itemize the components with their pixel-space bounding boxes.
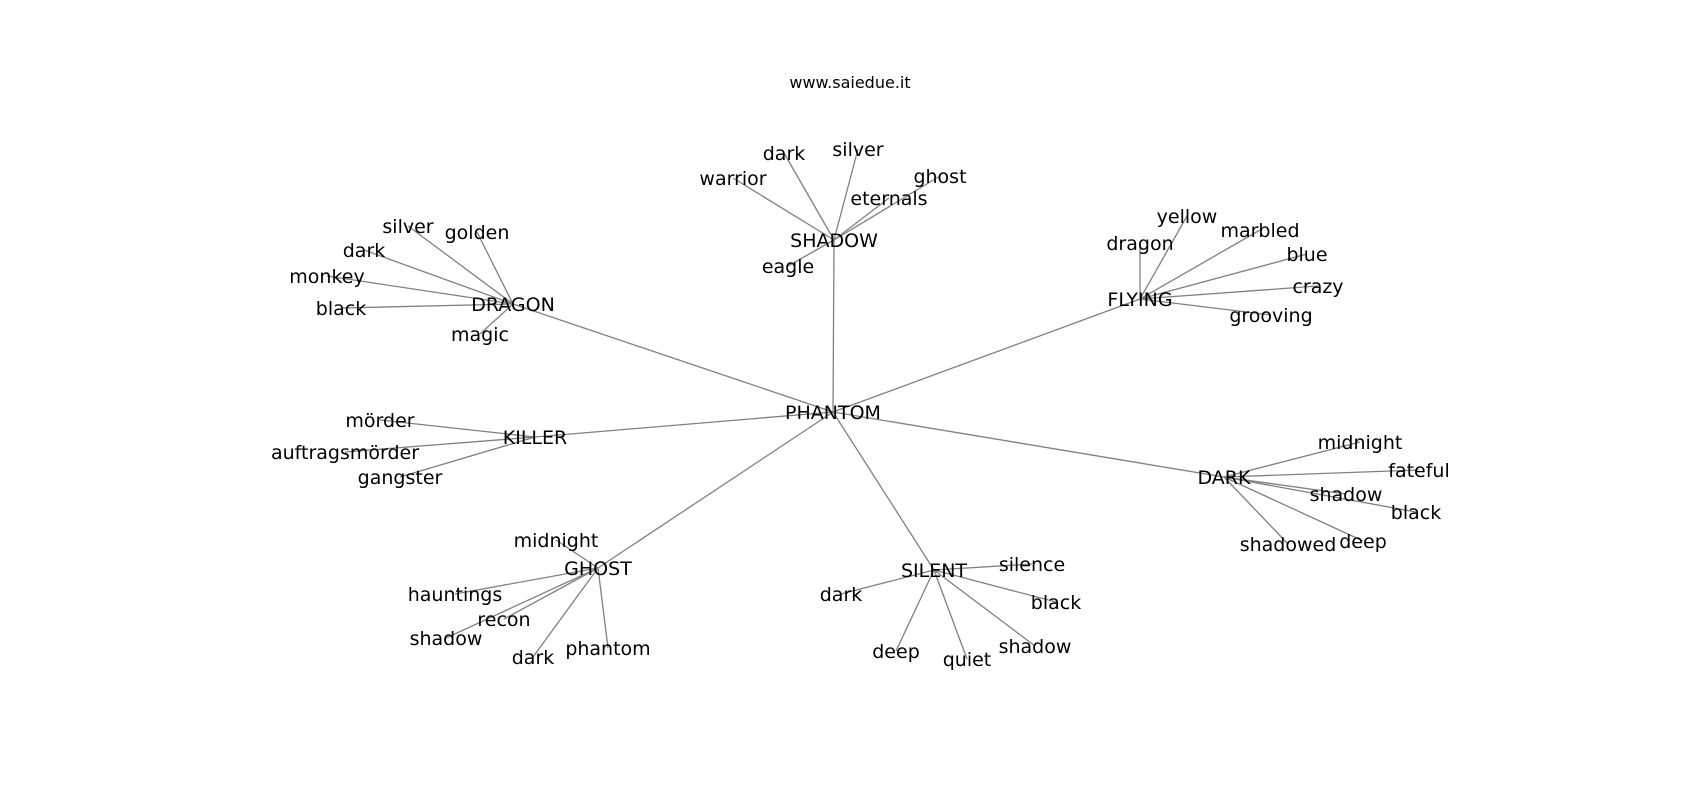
edge-root-to-killer <box>534 411 834 438</box>
leaf-node-label: shadow <box>410 628 483 650</box>
leaf-node-label: crazy <box>1292 276 1343 298</box>
edge-ghost-leaf <box>445 567 599 639</box>
leaf-node-label: midnight <box>514 530 599 552</box>
edge-root-to-dark <box>832 411 1225 478</box>
leaf-node-label: marbled <box>1220 220 1299 242</box>
leaf-node-label: auftragsmörder <box>271 442 419 464</box>
leaf-node-label: shadow <box>999 636 1072 658</box>
edge-flying-leaf <box>1139 253 1308 300</box>
leaf-node-label: dark <box>343 240 386 262</box>
edge-dragon-leaf <box>407 225 514 305</box>
edge-root-to-ghost <box>597 411 834 569</box>
leaf-node-label: dark <box>820 584 863 606</box>
leaf-node-label: quiet <box>943 649 992 671</box>
edge-dark-leaf <box>1223 476 1289 545</box>
edge-ghost-leaf <box>454 567 599 595</box>
leaf-node-label: fateful <box>1388 460 1449 482</box>
edge-dragon-leaf <box>340 303 514 309</box>
edge-killer-leaf <box>379 419 536 438</box>
leaf-node-label: recon <box>477 609 530 631</box>
edge-root-to-dragon <box>512 303 834 413</box>
branch-node-label: SHADOW <box>790 230 878 252</box>
edge-shadow-leaf <box>783 152 835 241</box>
edge-shadow-leaf <box>833 148 859 241</box>
edge-dark-leaf <box>1223 469 1420 478</box>
edge-killer-leaf <box>399 436 536 478</box>
edge-dark-leaf <box>1223 476 1417 513</box>
edge-shadow-leaf <box>833 175 941 241</box>
site-url: www.saiedue.it <box>789 73 910 92</box>
edge-shadow-leaf <box>787 239 835 267</box>
leaf-node-label: silver <box>382 216 433 238</box>
leaf-node-label: warrior <box>699 168 766 190</box>
leaf-node-label: phantom <box>565 638 650 660</box>
edge-flying-leaf <box>1139 298 1272 316</box>
branch-node-label: GHOST <box>564 558 632 580</box>
branch-node-label: DRAGON <box>471 294 555 316</box>
edge-flying-leaf <box>1139 285 1319 300</box>
leaf-node-label: shadow <box>1310 484 1383 506</box>
edge-ghost-leaf <box>555 539 599 569</box>
branch-node-label: SILENT <box>901 560 967 582</box>
edge-ghost-leaf <box>503 567 599 620</box>
branch-node-label: FLYING <box>1107 289 1172 311</box>
edge-flying-leaf <box>1139 215 1188 300</box>
leaf-node-label: yellow <box>1157 206 1218 228</box>
leaf-node-label: dark <box>763 143 806 165</box>
edge-dark-leaf <box>1223 476 1347 495</box>
edge-dark-leaf <box>1223 441 1361 478</box>
leaf-node-label: ghost <box>913 166 966 188</box>
leaf-node-label: magic <box>451 324 509 346</box>
leaf-node-label: black <box>1391 502 1441 524</box>
leaf-node-label: eagle <box>762 256 814 278</box>
leaf-node-label: monkey <box>289 266 364 288</box>
leaf-node-label: dark <box>512 647 555 669</box>
leaf-node-label: golden <box>445 222 510 244</box>
edge-dragon-leaf <box>479 303 514 335</box>
leaf-node-label: deep <box>872 641 920 663</box>
edge-silent-leaf <box>895 569 935 652</box>
leaf-node-label: black <box>316 298 366 320</box>
edge-root-to-silent <box>832 411 935 571</box>
edge-ghost-leaf <box>532 567 599 658</box>
leaf-node-label: dragon <box>1106 233 1173 255</box>
edge-silent-leaf <box>840 569 935 595</box>
leaf-node-label: silence <box>999 554 1065 576</box>
branch-node-label: DARK <box>1198 467 1251 489</box>
edge-dragon-leaf <box>326 275 514 305</box>
edge-root-to-shadow <box>832 239 835 413</box>
leaf-node-label: gangster <box>358 467 443 489</box>
leaf-node-label: black <box>1031 592 1081 614</box>
edge-shadow-leaf <box>732 177 835 241</box>
leaf-node-label: mörder <box>345 410 414 432</box>
edge-silent-leaf <box>933 563 1033 571</box>
edge-dragon-leaf <box>476 231 514 305</box>
leaf-node-label: silver <box>832 139 883 161</box>
edge-silent-leaf <box>933 569 1036 647</box>
leaf-node-label: grooving <box>1229 305 1312 327</box>
edge-silent-leaf <box>933 569 968 660</box>
edge-ghost-leaf <box>597 567 609 649</box>
leaf-node-label: shadowed <box>1240 534 1337 556</box>
root-node-label: PHANTOM <box>785 402 881 424</box>
edge-dark-leaf <box>1223 476 1364 542</box>
edge-root-to-flying <box>832 298 1141 413</box>
edge-dragon-leaf <box>363 249 514 305</box>
leaf-node-label: blue <box>1286 244 1327 266</box>
branch-node-label: KILLER <box>503 427 567 449</box>
leaf-node-label: midnight <box>1318 432 1403 454</box>
edge-killer-leaf <box>344 436 536 453</box>
leaf-node-label: hauntings <box>408 584 503 606</box>
edge-flying-leaf <box>1139 229 1261 300</box>
edge-silent-leaf <box>933 569 1057 603</box>
edges <box>326 148 1420 660</box>
leaf-node-label: eternals <box>850 188 927 210</box>
leaf-node-label: deep <box>1339 531 1387 553</box>
edge-shadow-leaf <box>833 197 890 241</box>
